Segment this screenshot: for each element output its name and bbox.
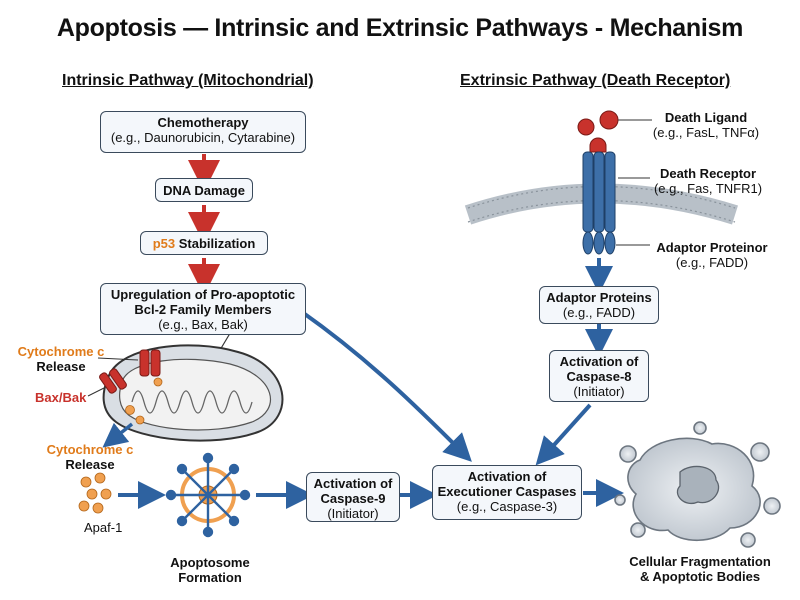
page-title: Apoptosis — Intrinsic and Extrinsic Path…	[56, 14, 744, 42]
dna-damage-label: DNA Damage	[163, 183, 245, 198]
apoptosome-line2: Formation	[178, 570, 242, 585]
executioner-line2: Executioner Caspases	[437, 484, 577, 499]
release-label-2: Release	[65, 457, 115, 472]
apoptosome-label: Apoptosome Formation	[158, 555, 262, 585]
upregulation-subtitle: (e.g., Bax, Bak)	[158, 317, 248, 332]
p53-prefix: p53	[152, 236, 176, 251]
p53-suffix: Stabilization	[178, 236, 256, 251]
upregulation-box: Upregulation of Pro-apoptotic Bcl-2 Fami…	[100, 283, 306, 335]
chemotherapy-subtitle: (e.g., Daunorubicin, Cytarabine)	[110, 130, 296, 145]
connector-cytc-label	[97, 357, 139, 361]
adaptor-proteinor-subtitle: (e.g., FADD)	[675, 255, 749, 270]
death-ligand-subtitle: (e.g., FasL, TNFα)	[652, 125, 760, 140]
caspase-8-line3: (Initiator)	[573, 384, 625, 399]
apaf-1-label: Apaf-1	[84, 520, 123, 535]
caspase-9-line3: (Initiator)	[327, 506, 379, 521]
adaptor-proteinor-title: Adaptor Proteinor	[656, 240, 768, 255]
bax-bak-label: Bax/Bak	[35, 390, 87, 405]
nucleus-fragment-icon	[676, 465, 720, 505]
connector-baxbak-label	[87, 387, 105, 397]
cytochrome-release-label-1: Cytochrome c Release	[14, 344, 108, 374]
death-ligand-title: Death Ligand	[664, 110, 748, 125]
executioner-line3: (e.g., Caspase-3)	[456, 499, 558, 514]
upregulation-line2: Bcl-2 Family Members	[134, 302, 272, 317]
apoptosome-line1: Apoptosome	[170, 555, 250, 570]
caspase-8-box: Activation of Caspase-8 (Initiator)	[549, 350, 649, 402]
adaptor-proteins-title: Adaptor Proteins	[546, 290, 652, 305]
arrow-casp8-to-exec	[535, 403, 592, 466]
death-ligand-label: Death Ligand (e.g., FasL, TNFα)	[650, 110, 762, 140]
caspase-9-line2: Caspase-9	[320, 491, 386, 506]
free-cytochrome-c-icon	[78, 472, 112, 514]
chemotherapy-box: Chemotherapy (e.g., Daunorubicin, Cytara…	[100, 111, 306, 153]
caspase-9-box: Activation of Caspase-9 (Initiator)	[306, 472, 400, 522]
cytochrome-label-1: Cytochrome c	[17, 344, 105, 359]
death-receptor-icon	[582, 151, 616, 255]
adaptor-proteins-subtitle: (e.g., FADD)	[562, 305, 636, 320]
cytochrome-release-label-2: Cytochrome c Release	[38, 442, 142, 472]
death-receptor-label: Death Receptor (e.g., Fas, TNFR1)	[648, 166, 768, 196]
death-receptor-subtitle: (e.g., Fas, TNFR1)	[653, 181, 763, 196]
arrow-upreg-to-exec	[300, 310, 472, 462]
executioner-caspases-box: Activation of Executioner Caspases (e.g.…	[432, 465, 582, 520]
extrinsic-heading: Extrinsic Pathway (Death Receptor)	[460, 72, 731, 89]
bax-bak-channel-icon	[99, 349, 161, 394]
caspase-8-line1: Activation of	[559, 354, 639, 369]
p53-box: p53 Stabilization	[140, 231, 268, 255]
cytochrome-label-2: Cytochrome c	[46, 442, 134, 457]
fragmentation-line2: & Apoptotic Bodies	[639, 569, 761, 584]
dna-damage-box: DNA Damage	[155, 178, 253, 202]
executioner-line1: Activation of	[467, 469, 547, 484]
caspase-8-line2: Caspase-8	[566, 369, 632, 384]
intrinsic-heading: Intrinsic Pathway (Mitochondrial)	[62, 72, 314, 89]
adaptor-proteinor-label: Adaptor Proteinor (e.g., FADD)	[648, 240, 776, 270]
adaptor-proteins-box: Adaptor Proteins (e.g., FADD)	[539, 286, 659, 324]
release-label-1: Release	[36, 359, 86, 374]
cytochrome-c-dots-icon	[125, 377, 163, 425]
death-receptor-title: Death Receptor	[659, 166, 757, 181]
caspase-9-line1: Activation of	[313, 476, 393, 491]
fragmentation-line1: Cellular Fragmentation	[629, 554, 771, 569]
death-ligand-icon	[577, 110, 619, 153]
p53-label: p53 Stabilization	[145, 236, 263, 251]
upregulation-line1: Upregulation of Pro-apoptotic	[110, 287, 296, 302]
chemotherapy-title: Chemotherapy	[157, 115, 249, 130]
arrow-mito-to-cytc	[102, 422, 134, 448]
apoptosome-icon	[165, 452, 251, 538]
fragmentation-label: Cellular Fragmentation & Apoptotic Bodie…	[610, 554, 790, 584]
